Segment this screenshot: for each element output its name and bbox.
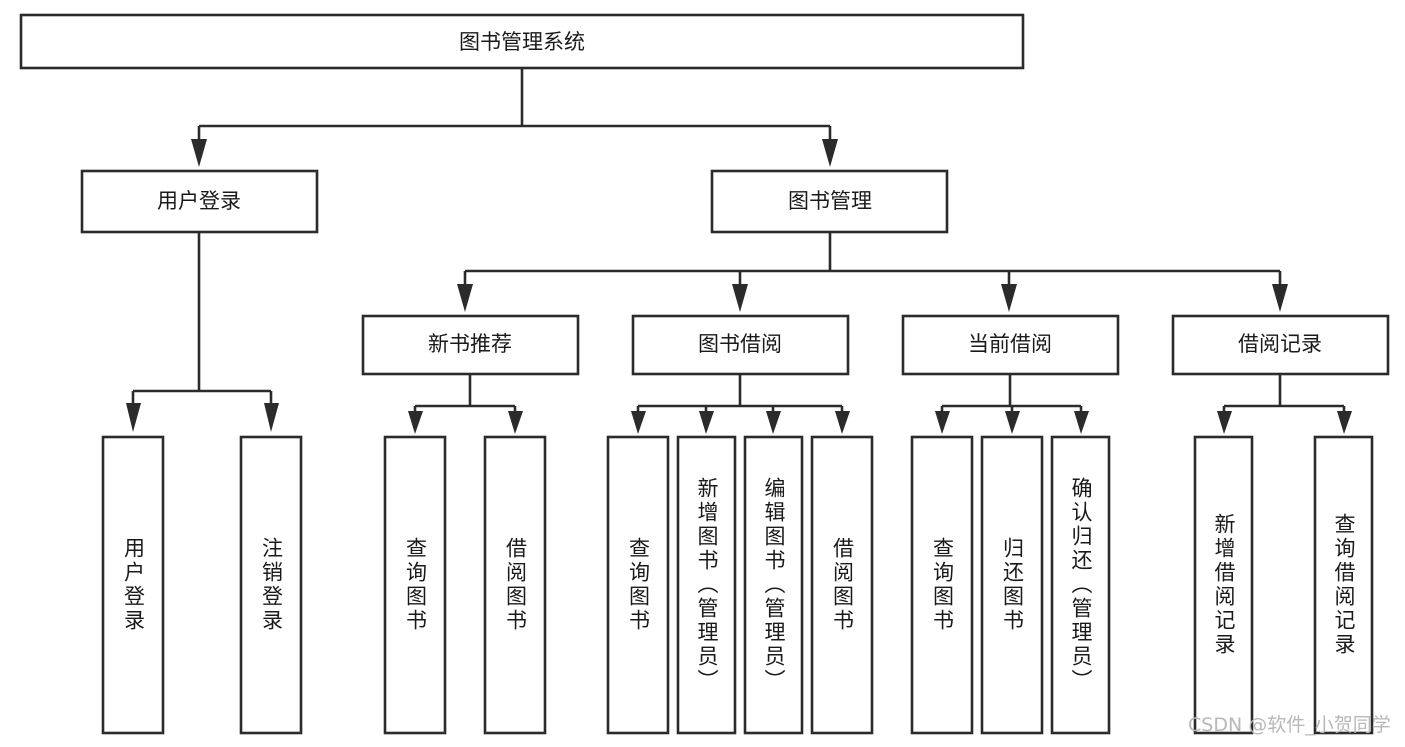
arrow-bb-to-leaf1 [631, 411, 646, 434]
leaf-box-query-borrow-record[interactable] [1313, 435, 1374, 735]
leaf-box-borrow-book-1[interactable] [483, 435, 547, 735]
node-book-borrow-label: 图书借阅 [698, 332, 782, 356]
arrow-user-login-to-leaf1 [126, 403, 141, 432]
arrow-bb-to-leaf2 [699, 411, 714, 434]
node-root-box[interactable] [19, 13, 1025, 70]
node-new-book-recommend-label: 新书推荐 [428, 332, 512, 356]
arrow-nbr-to-leaf1 [408, 411, 423, 434]
arrow-root-to-book-manage [822, 139, 838, 167]
arrow-bm-to-borrow-record [1272, 284, 1288, 312]
leaf-box-group [101, 435, 1374, 735]
leaf-box-query-book-3[interactable] [910, 435, 974, 735]
leaf-box-logout-login[interactable] [239, 435, 303, 735]
node-current-borrow-box[interactable] [901, 314, 1120, 376]
arrow-bm-to-new-book [457, 284, 473, 312]
leaf-box-return-book[interactable] [980, 435, 1044, 735]
watermark-text: CSDN @软件_小贺同学 [1188, 714, 1391, 736]
node-book-manage-box[interactable] [710, 169, 949, 234]
node-borrow-record-label: 借阅记录 [1238, 332, 1322, 356]
arrow-bm-to-book-borrow [732, 284, 748, 312]
arrow-cb-to-leaf1 [935, 411, 950, 434]
node-new-book-recommend-box[interactable] [361, 314, 580, 376]
arrow-bm-to-current-borrow [1001, 284, 1017, 312]
arrow-cb-to-leaf3 [1074, 411, 1089, 434]
arrow-root-to-user-login [191, 139, 207, 167]
leaf-box-edit-book-admin[interactable] [743, 435, 804, 735]
leaf-box-query-book-1[interactable] [383, 435, 447, 735]
leaf-box-user-login[interactable] [101, 435, 165, 735]
node-current-borrow-label: 当前借阅 [968, 332, 1052, 356]
arrow-user-login-to-leaf2 [264, 403, 279, 432]
arrow-br-to-leaf1 [1217, 411, 1232, 434]
node-book-borrow-box[interactable] [631, 314, 850, 376]
node-borrow-record-box[interactable] [1171, 314, 1390, 376]
leaf-box-borrow-book-2[interactable] [810, 435, 874, 735]
leaf-box-query-book-2[interactable] [606, 435, 670, 735]
node-root-label: 图书管理系统 [459, 30, 585, 54]
node-book-manage-label: 图书管理 [788, 189, 872, 213]
arrow-bb-to-leaf4 [835, 411, 850, 434]
node-user-login-label: 用户登录 [157, 189, 241, 213]
arrow-nbr-to-leaf2 [508, 411, 523, 434]
arrow-cb-to-leaf2 [1005, 411, 1020, 434]
arrow-bb-to-leaf3 [766, 411, 781, 434]
leaf-box-confirm-return-admin[interactable] [1050, 435, 1111, 735]
leaf-box-add-borrow-record[interactable] [1193, 435, 1254, 735]
leaf-box-add-book-admin[interactable] [676, 435, 737, 735]
arrow-br-to-leaf2 [1337, 411, 1352, 434]
